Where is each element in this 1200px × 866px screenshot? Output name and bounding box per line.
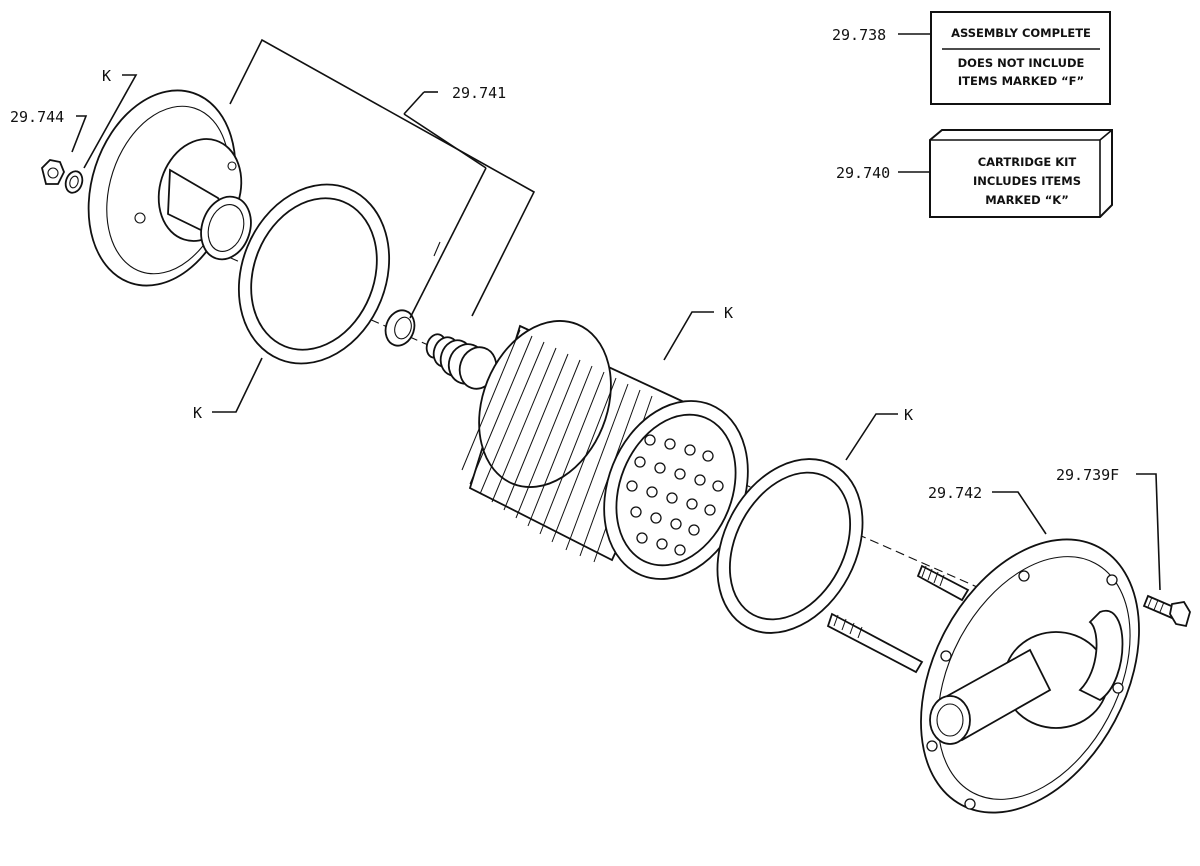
kit-note-line-2: INCLUDES ITEMS	[973, 174, 1081, 188]
assembly-note: 29.738 ASSEMBLY COMPLETE DOES NOT INCLUD…	[832, 11, 1111, 105]
spring	[425, 333, 498, 390]
lower-gasket-marker: K	[904, 406, 913, 424]
seal-ring	[384, 309, 416, 347]
cartridge-kit-note: 29.740 CARTRIDGE KIT INCLUDES ITEMS MARK…	[836, 129, 1113, 218]
upper-gasket	[237, 183, 391, 365]
upper-gasket-marker: K	[193, 404, 202, 422]
base-label: 29.742	[928, 484, 982, 502]
cartridge-kit-label: 29.740	[836, 164, 890, 182]
kit-note-line-3: MARKED “K”	[985, 193, 1069, 207]
filter-cartridge	[461, 320, 749, 580]
cartridge-marker: K	[724, 304, 733, 322]
assembly-complete-label: 29.738	[832, 26, 886, 44]
studs	[826, 564, 970, 674]
drain-bolt	[1142, 594, 1191, 628]
nut-and-washer	[41, 159, 84, 194]
assembly-note-line-1: ASSEMBLY COMPLETE	[951, 26, 1091, 40]
kit-note-line-1: CARTRIDGE KIT	[978, 155, 1077, 169]
assembly-note-line-2: DOES NOT INCLUDE	[958, 56, 1085, 70]
cover-kit-marker: K	[102, 67, 111, 85]
nut-washer-label: 29.744	[10, 108, 64, 126]
assembly-note-line-3: ITEMS MARKED “F”	[958, 74, 1084, 88]
top-cover	[87, 89, 252, 287]
cover-group-bracket	[229, 38, 536, 319]
cover-group-label: 29.741	[452, 84, 506, 102]
base-bowl	[920, 538, 1140, 814]
bolt-label: 29.739F	[1056, 466, 1119, 484]
lower-gasket	[716, 458, 864, 634]
